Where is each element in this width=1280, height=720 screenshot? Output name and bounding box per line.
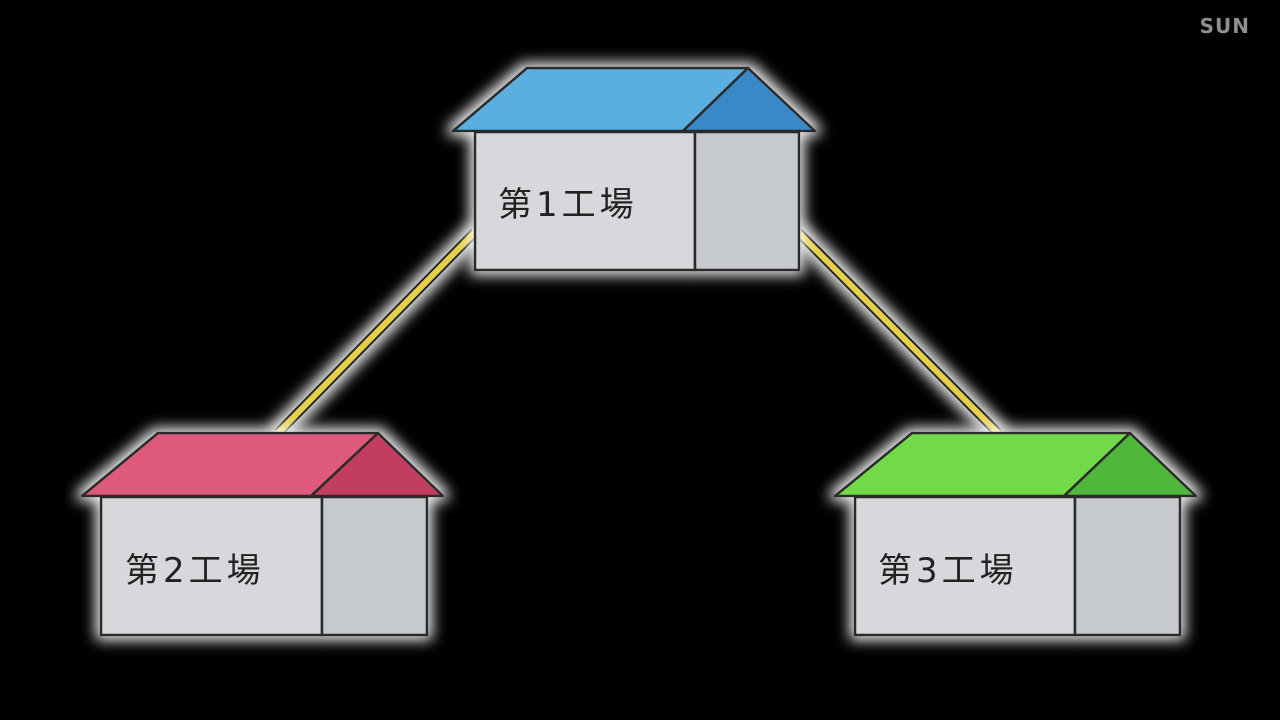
connector-1-3: [794, 228, 1002, 437]
factory-2-front-wall: [99, 495, 324, 637]
factory-3-roof-side: [1062, 431, 1198, 498]
factory-3-front-wall: [853, 495, 1077, 637]
factory-1-roof-side: [681, 66, 817, 133]
factory-1-side-wall: [693, 130, 801, 272]
factory-3: 第3工場: [833, 431, 1198, 637]
factory-1: 第1工場: [451, 66, 817, 272]
factory-2-label: 第2工場: [125, 551, 265, 591]
factory-2-roof-side: [309, 431, 445, 498]
connector-1-2: [274, 228, 479, 437]
factory-3-side-wall: [1073, 495, 1182, 637]
factory-1-label: 第1工場: [498, 185, 638, 225]
factory-2-side-wall: [320, 495, 429, 637]
factory-2: 第2工場: [80, 431, 445, 637]
factory-1-front-wall: [473, 130, 697, 272]
channel-watermark: SUN: [1199, 14, 1250, 38]
factory-3-label: 第3工場: [878, 551, 1018, 591]
